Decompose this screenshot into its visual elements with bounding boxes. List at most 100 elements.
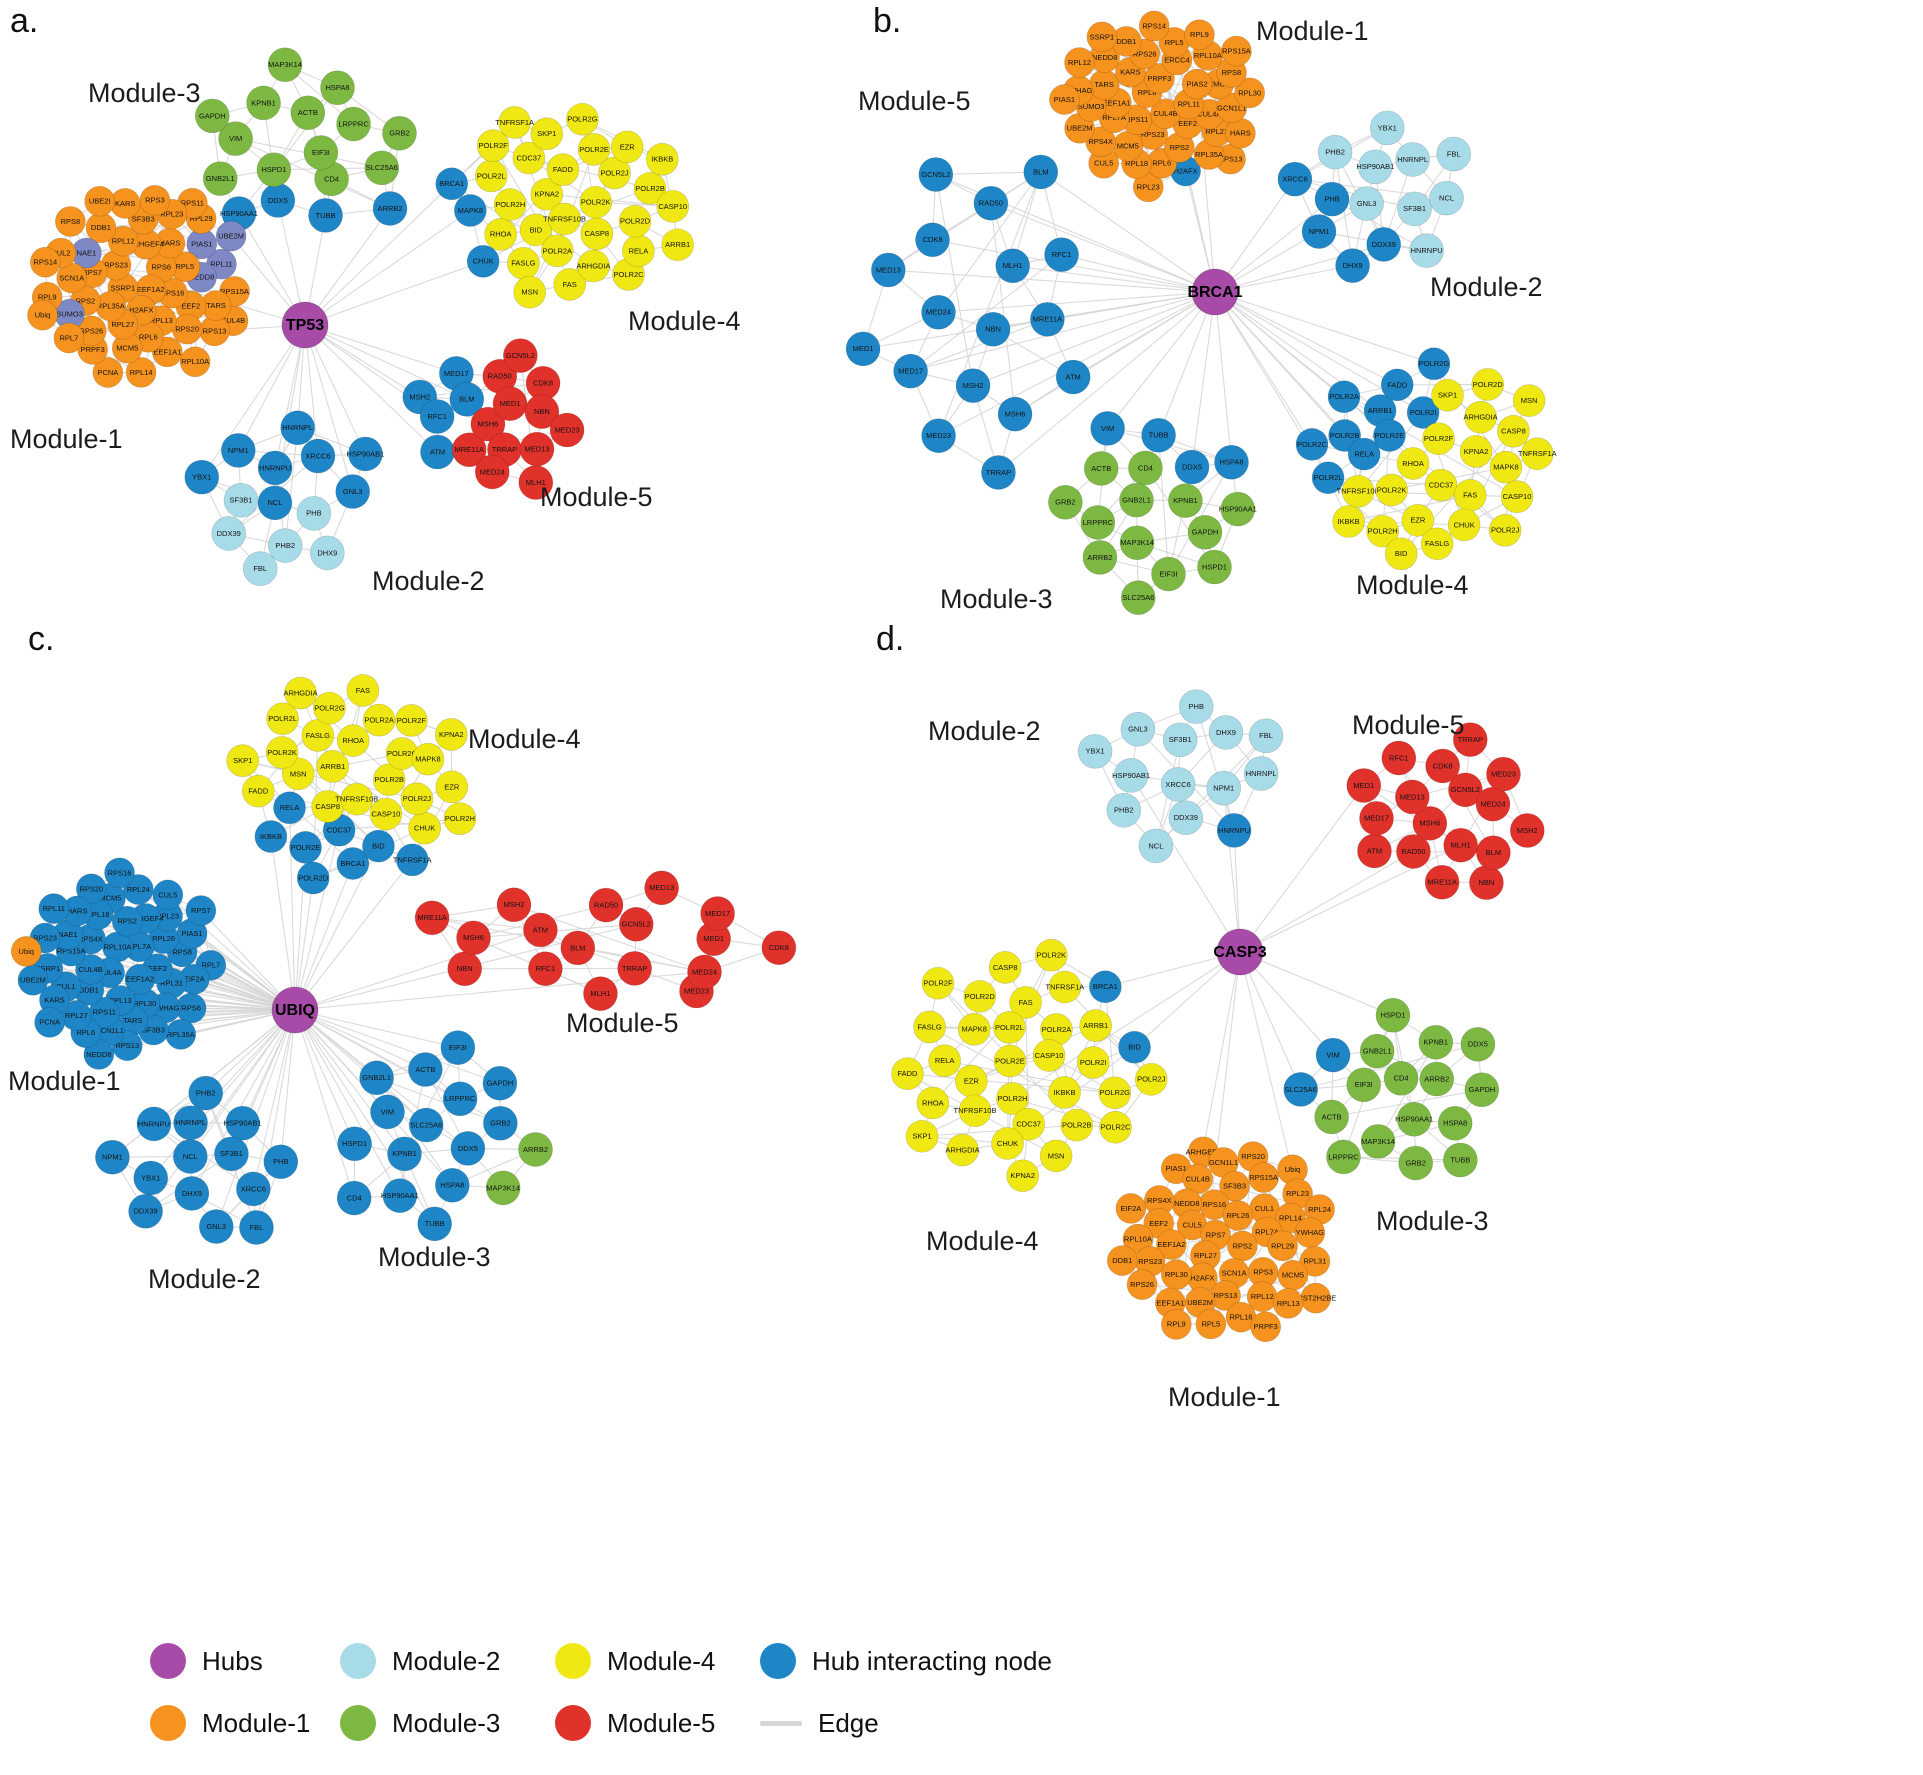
node-b-CDK8: CDK8 [915,222,950,258]
node-d-MRE11A: MRE11A [1424,864,1460,900]
node-b-MLH1: MLH1 [995,248,1031,284]
node-c-GRB2: GRB2 [483,1105,518,1141]
node-b-VIM: VIM [1090,411,1125,446]
node-c-ARRB2: ARRB2 [518,1132,553,1167]
node-d-HSPA8: HSPA8 [1437,1105,1473,1141]
node-b-FBL: FBL [1436,136,1472,172]
node-c-MSH2: MSH2 [496,887,532,923]
node-b-FASLG: FASLG [1420,527,1454,561]
node-d-BLM: BLM [1476,835,1511,870]
node-a-KPNB1: KPNB1 [246,85,281,121]
node-c-MAPK8: MAPK8 [411,742,445,776]
node-d-XRCC6: XRCC6 [1160,767,1196,802]
legend-item-module-1: Module-1 [150,1705,340,1741]
node-d-POLR2L: POLR2L [993,1011,1026,1044]
node-b-CD4: CD4 [1128,450,1163,486]
node-b-CASP10: CASP10 [1500,480,1534,513]
node-a-RPL35A: RPL35A [95,290,127,322]
node-c-MSH6: MSH6 [456,920,491,956]
node-d-BRCA1: BRCA1 [1089,970,1122,1004]
node-d-RFC1: RFC1 [1381,740,1417,776]
node-d-KPNB1: KPNB1 [1418,1024,1454,1060]
node-d-FADD: FADD [891,1057,924,1091]
node-b-HSPA8: HSPA8 [1214,444,1249,480]
node-b-POLR2F: POLR2F [1422,422,1455,456]
node-b-POLR2G: POLR2G [1417,347,1451,381]
node-c-MED24: MED24 [687,954,722,990]
node-a-MLH1: MLH1 [518,465,554,500]
node-c-DDX39: DDX39 [128,1193,163,1229]
node-d-ARRB2: ARRB2 [1419,1061,1455,1097]
node-c-FBL: FBL [239,1210,274,1245]
node-c-TNFRSF1A: TNFRSF1A [393,843,432,877]
node-d-RPL13: RPL13 [1272,1288,1304,1319]
node-c-ATM: ATM [523,912,558,948]
node-a-MAPK8: MAPK8 [454,194,487,227]
node-c-POLR2H: POLR2H [443,802,477,835]
legend-item-module-3: Module-3 [340,1705,555,1741]
node-d-GAPDH: GAPDH [1464,1072,1500,1108]
node-c-SLC25A6: SLC25A6 [408,1107,444,1143]
node-a-Ubiq: Ubiq [27,299,58,331]
node-c-CD4: CD4 [336,1180,372,1216]
node-c-UBE2M: UBE2M [17,964,49,996]
hub-CASP3: CASP3 [1213,928,1267,976]
node-d-POLR2I: POLR2I [1076,1046,1110,1079]
node-c-BLM: BLM [560,930,596,966]
node-c-HSPD1: HSPD1 [337,1126,372,1162]
node-a-XRCC6: XRCC6 [300,438,336,474]
node-a-MAP3K14: MAP3K14 [267,47,303,83]
node-a-CASP10: CASP10 [656,190,690,223]
node-c-GCN5L2: GCN5L2 [618,906,654,942]
node-a-ARRB1: ARRB1 [661,228,694,262]
node-d-RPL29: RPL29 [1267,1230,1298,1262]
node-b-PHB2: PHB2 [1317,134,1353,170]
node-a-RPS3: RPS3 [139,185,171,216]
node-d-GNL3: GNL3 [1120,711,1156,747]
node-b-POLR2D: POLR2D [1471,368,1505,401]
node-c-HSP90AB1: HSP90AB1 [224,1105,262,1141]
node-b-POLR2A: POLR2A [1327,380,1361,414]
node-d-PHB2: PHB2 [1106,792,1142,828]
node-d-HSP90AB1: HSP90AB1 [1112,758,1150,793]
hub-UBIQ: UBIQ [271,986,319,1034]
legend: Hubs Module-1 Module-2 Module-3 Module-4… [150,1630,1100,1754]
node-c-EIF3I: EIF3I [440,1030,476,1065]
node-c-MLH1: MLH1 [583,976,618,1011]
node-d-RPL9: RPL9 [1161,1309,1192,1340]
node-d-POLR2F: POLR2F [921,966,955,1000]
node-d-DDB1: DDB1 [1106,1245,1138,1276]
node-b-PIAS1: PIAS1 [1049,84,1080,115]
node-d-EIF3I: EIF3I [1346,1067,1382,1103]
node-d-TNFRSF1A: TNFRSF1A [1045,970,1084,1004]
legend-item-module-2: Module-2 [340,1643,555,1679]
node-d-POLR2K: POLR2K [1034,938,1068,972]
node-a-GRB2: GRB2 [382,115,417,151]
node-c-MRE11A: MRE11A [414,900,450,936]
node-b-RFC1: RFC1 [1044,237,1079,272]
node-d-POLR2D: POLR2D [963,980,997,1013]
legend-item-edge: Edge [760,1708,1100,1739]
node-c-POLR2J: POLR2J [400,782,434,816]
legend-item-hubs: Hubs [150,1643,340,1679]
node-a-RPL7: RPL7 [53,322,85,354]
node-b-HSP90AA1: HSP90AA1 [1219,491,1257,527]
node-c-TRRAP: TRRAP [617,951,652,986]
node-d-POLR2C: POLR2C [1099,1110,1132,1144]
node-b-CASP8: CASP8 [1497,415,1530,448]
node-b-GNB2L1: GNB2L1 [1119,482,1154,518]
node-c-HNRNPU: HNRNPU [136,1106,172,1142]
node-c-VIM: VIM [370,1094,405,1130]
node-d-MAPK8: MAPK8 [957,1013,991,1046]
node-d-HNRNPL: HNRNPL [1243,756,1279,791]
node-a-HSPA8: HSPA8 [320,70,355,106]
node-b-POLR2E: POLR2E [1373,419,1406,452]
legend-item-hub-interacting-node: Hub interacting node [760,1643,1100,1679]
node-b-MAP3K14: MAP3K14 [1119,525,1155,561]
node-c-PHB2: PHB2 [188,1075,224,1111]
node-d-RPS15A: RPS15A [1248,1162,1279,1193]
node-b-POLR2C: POLR2C [1295,428,1329,461]
node-b-NBN: NBN [975,312,1011,347]
node-c-CASP10: CASP10 [369,797,403,831]
node-d-FBL: FBL [1248,718,1284,754]
